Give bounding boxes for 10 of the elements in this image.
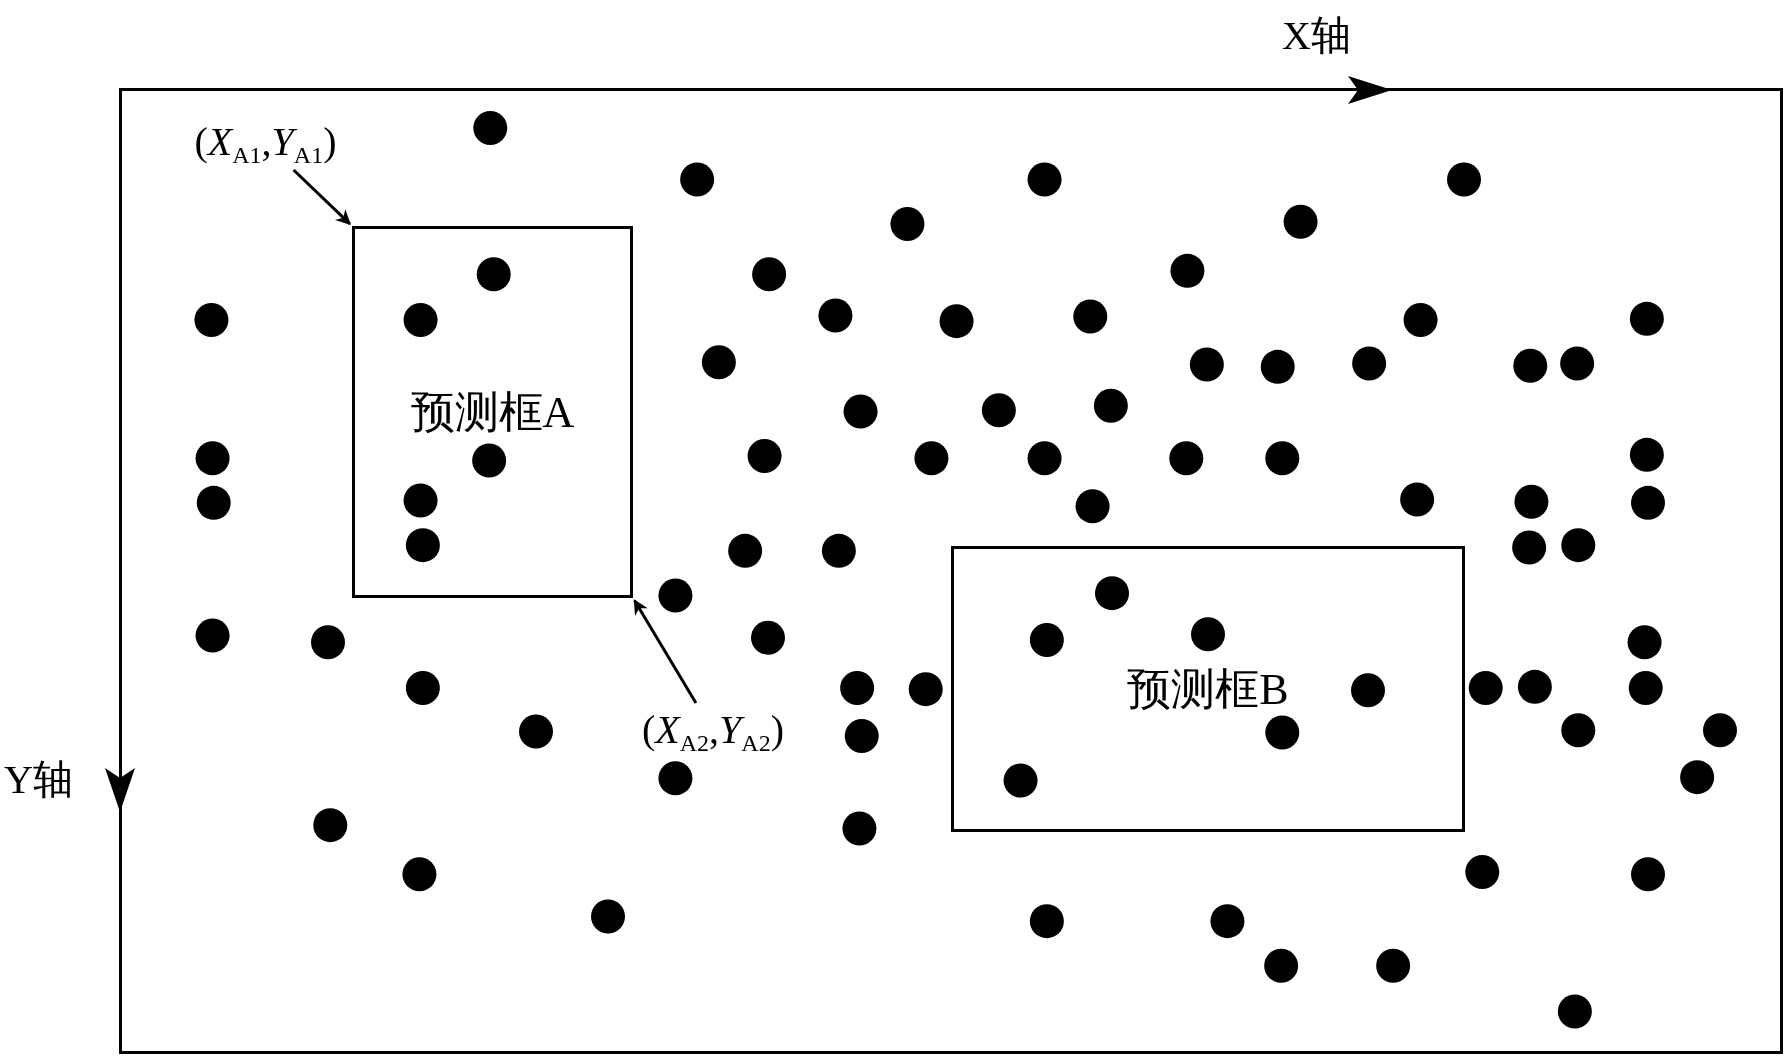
box-label: 预测框B [1127, 663, 1289, 716]
prediction-box [951, 546, 1465, 832]
axis-label: Y轴 [4, 756, 73, 804]
coordinate-label: (X$_{A1}$,Y$_{A1}$) [194, 117, 337, 169]
leader-arrow [292, 168, 351, 225]
coordinate-label: (X$_{A2}$,Y$_{A2}$) [642, 706, 784, 757]
leader-arrow [633, 599, 698, 704]
axis-label: X轴 [1282, 12, 1351, 60]
box-label: 预测框A [410, 386, 575, 439]
prediction-box [352, 226, 633, 598]
